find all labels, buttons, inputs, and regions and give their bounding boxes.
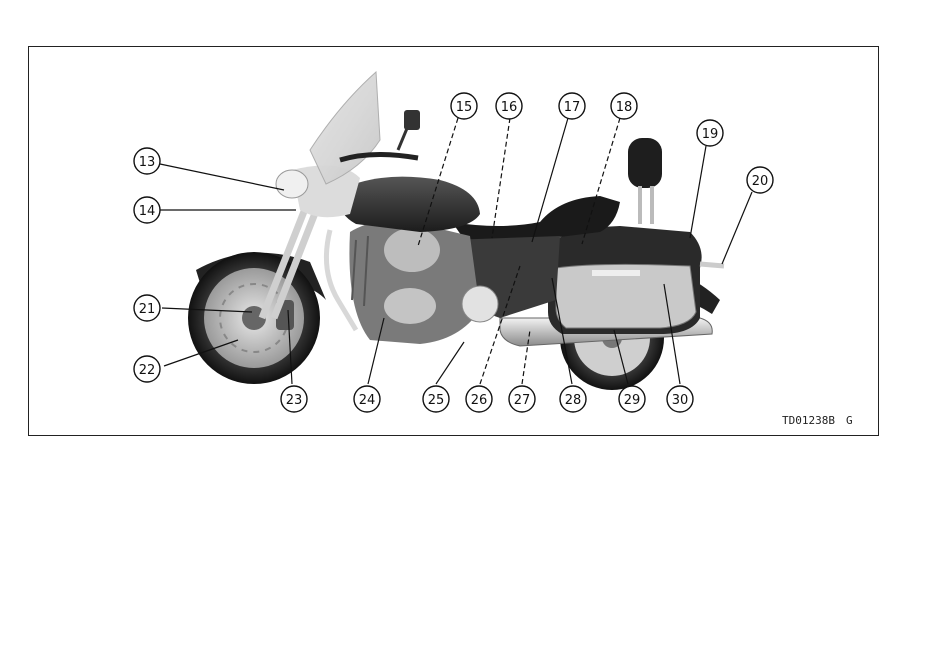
callout-21-label: 21 xyxy=(139,302,156,317)
callout-17-label: 17 xyxy=(564,100,581,115)
figure-code-suffix: G xyxy=(846,414,853,427)
callout-26: 26 xyxy=(466,386,492,412)
callout-22-label: 22 xyxy=(139,363,156,378)
callout-18-label: 18 xyxy=(616,100,633,115)
callout-29-label: 29 xyxy=(624,393,641,408)
callout-27: 27 xyxy=(509,386,535,412)
callout-25: 25 xyxy=(423,386,449,412)
front-wheel xyxy=(188,252,320,384)
callout-17: 17 xyxy=(559,93,585,119)
callout-30-label: 30 xyxy=(672,393,689,408)
callout-21: 21 xyxy=(134,295,160,321)
callout-13: 13 xyxy=(134,148,160,174)
callout-16-label: 16 xyxy=(501,100,518,115)
figure-code: TD01238B xyxy=(782,414,835,427)
windshield xyxy=(310,72,380,184)
callout-28-label: 28 xyxy=(565,393,582,408)
turn-signal-rear xyxy=(700,264,724,266)
backrest xyxy=(628,138,662,224)
callout-23-label: 23 xyxy=(286,393,303,408)
callout-13-label: 13 xyxy=(139,155,156,170)
mirror xyxy=(404,110,420,130)
motorcycle-illustration xyxy=(188,72,724,390)
callout-22: 22 xyxy=(134,356,160,382)
leader-line-13 xyxy=(160,164,284,190)
handlebar xyxy=(340,154,418,160)
leader-line-19 xyxy=(690,146,706,238)
leader-line-16 xyxy=(492,118,510,238)
callout-18: 18 xyxy=(611,93,637,119)
callout-24: 24 xyxy=(354,386,380,412)
callout-14-label: 14 xyxy=(139,204,156,219)
callout-19: 19 xyxy=(697,120,723,146)
callout-20: 20 xyxy=(747,167,773,193)
callout-20-label: 20 xyxy=(752,174,769,189)
leader-line-20 xyxy=(722,192,752,264)
callout-15: 15 xyxy=(451,93,477,119)
callout-30: 30 xyxy=(667,386,693,412)
saddlebag xyxy=(548,226,702,334)
fuel-tank xyxy=(339,177,480,232)
callout-27-label: 27 xyxy=(514,393,531,408)
callout-15-label: 15 xyxy=(456,100,473,115)
callout-19-label: 19 xyxy=(702,127,719,142)
callout-14: 14 xyxy=(134,197,160,223)
callout-16: 16 xyxy=(496,93,522,119)
callout-26-label: 26 xyxy=(471,393,488,408)
turn-signal-front xyxy=(276,170,308,198)
callout-25-label: 25 xyxy=(428,393,445,408)
callout-29: 29 xyxy=(619,386,645,412)
callout-24-label: 24 xyxy=(359,393,376,408)
callout-23: 23 xyxy=(281,386,307,412)
callout-28: 28 xyxy=(560,386,586,412)
leader-line-25 xyxy=(436,342,464,384)
